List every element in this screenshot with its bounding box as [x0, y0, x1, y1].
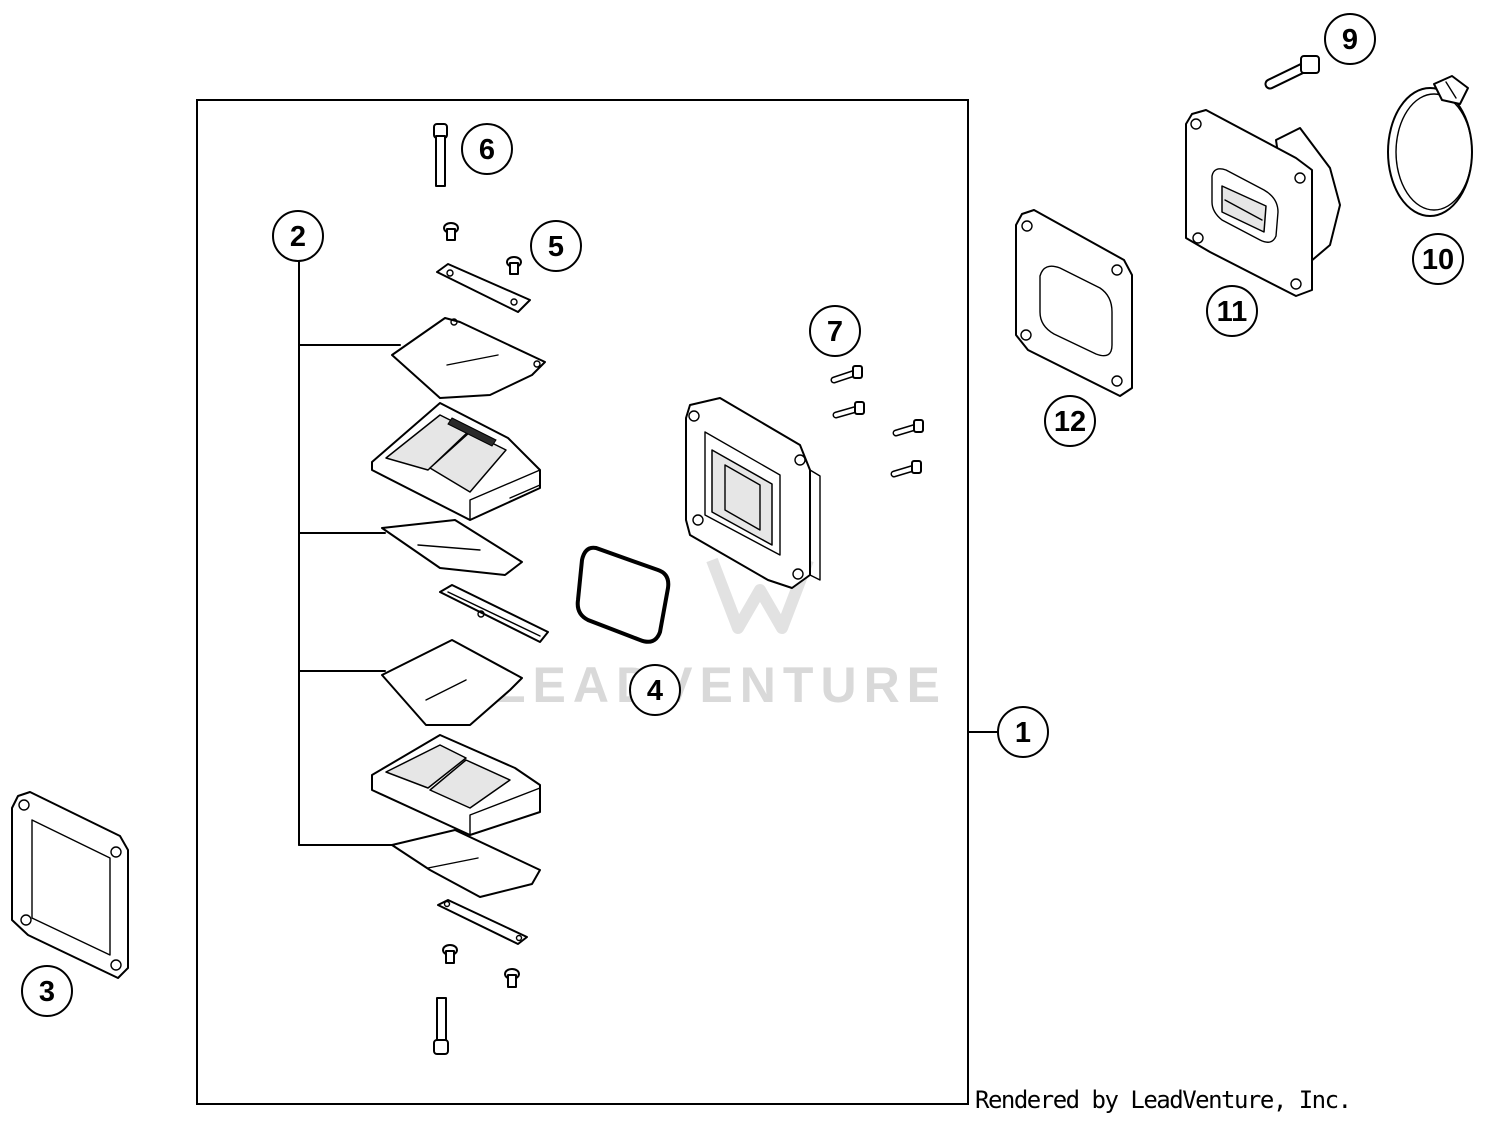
- svg-text:3: 3: [39, 976, 55, 1008]
- reed-block-upper: [371, 402, 541, 521]
- flange-screw-3: [892, 419, 924, 437]
- svg-text:7: 7: [827, 316, 843, 348]
- small-screw-a: [443, 222, 459, 241]
- flange-screw-1: [830, 365, 863, 384]
- intake-manifold: [1185, 109, 1341, 297]
- svg-text:4: 4: [647, 675, 663, 707]
- small-screw-d: [504, 968, 520, 988]
- reed-petal-4: [391, 829, 541, 898]
- svg-text:9: 9: [1342, 24, 1358, 56]
- svg-text:12: 12: [1054, 406, 1086, 438]
- o-ring-seal: [575, 545, 671, 644]
- callout-3: 3: [21, 965, 73, 1017]
- intake-flange: [685, 397, 821, 589]
- callout-4: 4: [629, 664, 681, 716]
- reed-block-lower: [371, 734, 541, 836]
- manifold-bolt: [1264, 55, 1320, 90]
- svg-text:6: 6: [479, 134, 495, 166]
- svg-text:2: 2: [290, 221, 306, 253]
- callout-11: 11: [1206, 285, 1258, 337]
- callout-12: 12: [1044, 395, 1096, 447]
- callout-1: 1: [997, 706, 1049, 758]
- gasket-left: [11, 791, 129, 979]
- reed-stop-plate-bottom: [437, 899, 528, 945]
- reed-valve-kit-frame: [196, 99, 969, 1105]
- long-screw-bottom: [433, 997, 449, 1055]
- reed-petal-1: [391, 317, 546, 399]
- reed-spacer-bar: [439, 584, 549, 643]
- callout-6: 6: [461, 123, 513, 175]
- small-screw-b: [506, 256, 522, 275]
- watermark-text: LEADVENTURE: [495, 657, 947, 713]
- reed-petal-3: [381, 639, 523, 726]
- hose-clamp: [1387, 75, 1473, 217]
- callout-7: 7: [809, 305, 861, 357]
- callout-2: 2: [272, 210, 324, 262]
- callout-5: 5: [530, 220, 582, 272]
- leadventure-watermark: LEADVENTURE: [495, 557, 947, 713]
- gasket-right: [1015, 209, 1133, 397]
- rendered-by-credit: Rendered by LeadVenture, Inc.: [975, 1086, 1352, 1114]
- callout-10: 10: [1412, 233, 1464, 285]
- reed-petal-2: [381, 519, 523, 576]
- callout-9: 9: [1324, 13, 1376, 65]
- reed-stop-plate-top: [436, 263, 531, 313]
- flange-screw-4: [890, 460, 922, 478]
- long-screw-top: [433, 123, 448, 187]
- svg-text:11: 11: [1217, 296, 1248, 328]
- svg-text:1: 1: [1015, 717, 1031, 749]
- svg-text:5: 5: [548, 231, 564, 263]
- svg-text:10: 10: [1422, 244, 1454, 276]
- small-screw-c: [442, 944, 458, 964]
- flange-screw-2: [832, 401, 865, 419]
- callout-2-bracket: [298, 261, 401, 846]
